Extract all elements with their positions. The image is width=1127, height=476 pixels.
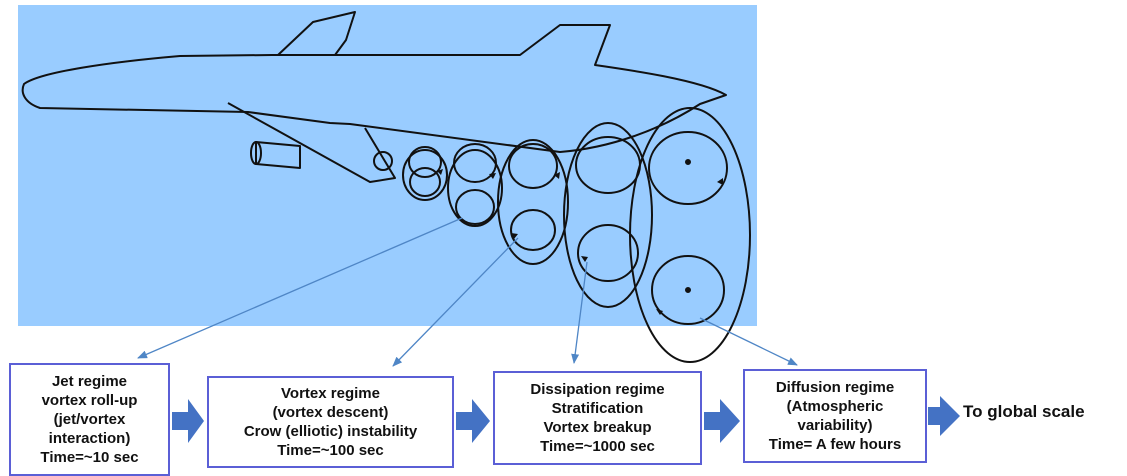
regime-box-vortex: Vortex regime (vortex descent) Crow (ell… bbox=[207, 376, 454, 468]
vortex-envelope bbox=[447, 149, 503, 227]
vortex-circle-icon bbox=[409, 167, 441, 197]
regime-line: Dissipation regime bbox=[530, 381, 665, 398]
vortex-envelope bbox=[629, 107, 751, 363]
vortex-circle-icon bbox=[510, 209, 556, 251]
regime-box-diffusion: Diffusion regime (Atmospheric variabilit… bbox=[743, 369, 927, 463]
vortex-circle-icon bbox=[648, 131, 728, 205]
regime-line: Time= A few hours bbox=[768, 436, 902, 453]
vortex-circle-icon bbox=[508, 143, 558, 189]
regime-line: Vortex regime bbox=[281, 385, 380, 402]
thin-arrow-icon bbox=[699, 317, 798, 366]
vortex-circle-icon bbox=[651, 255, 725, 325]
regime-line: interaction) bbox=[48, 430, 131, 447]
vortex-system bbox=[373, 107, 751, 363]
regime-line: Crow (elliotic) instability bbox=[243, 423, 418, 440]
regime-line: (vortex descent) bbox=[272, 404, 389, 421]
pointer-arrows bbox=[137, 217, 798, 367]
regime-line: Diffusion regime bbox=[775, 379, 895, 396]
vortex-circle-icon bbox=[373, 151, 393, 171]
thin-arrow-icon bbox=[571, 261, 588, 364]
vortex-circle-icon bbox=[455, 189, 495, 225]
regime-line: Stratification bbox=[551, 400, 644, 417]
flow-arrows bbox=[172, 396, 960, 443]
block-arrow-right-icon bbox=[704, 399, 740, 443]
vortex-circle-icon bbox=[577, 224, 639, 282]
regime-line: Time=~1000 sec bbox=[540, 438, 655, 455]
regime-line: (Atmospheric bbox=[786, 398, 884, 415]
regime-box-jet: Jet regime vortex roll-up (jet/vortex in… bbox=[9, 363, 170, 476]
vortex-envelope bbox=[402, 149, 448, 201]
vortex-circle-icon bbox=[408, 146, 442, 178]
rotation-arrowheads bbox=[437, 169, 723, 315]
vortex-envelope bbox=[563, 122, 653, 308]
block-arrow-right-icon bbox=[456, 399, 490, 443]
regime-line: (jet/vortex bbox=[53, 411, 126, 428]
vortex-envelope bbox=[497, 139, 569, 265]
regime-line: variability) bbox=[797, 417, 873, 434]
regime-line: vortex roll-up bbox=[41, 392, 138, 409]
regime-line: Vortex breakup bbox=[543, 419, 652, 436]
regime-line: Jet regime bbox=[51, 373, 128, 390]
regime-line: Time=~100 sec bbox=[277, 442, 384, 459]
regime-line: Time=~10 sec bbox=[40, 449, 139, 466]
block-arrow-right-icon bbox=[928, 396, 960, 436]
thin-arrow-icon bbox=[392, 237, 519, 367]
thin-arrow-icon bbox=[137, 217, 463, 359]
block-arrow-right-icon bbox=[172, 399, 204, 443]
global-scale-label: To global scale bbox=[963, 402, 1085, 421]
regime-box-dissipation: Dissipation regime Stratification Vortex… bbox=[493, 371, 702, 465]
